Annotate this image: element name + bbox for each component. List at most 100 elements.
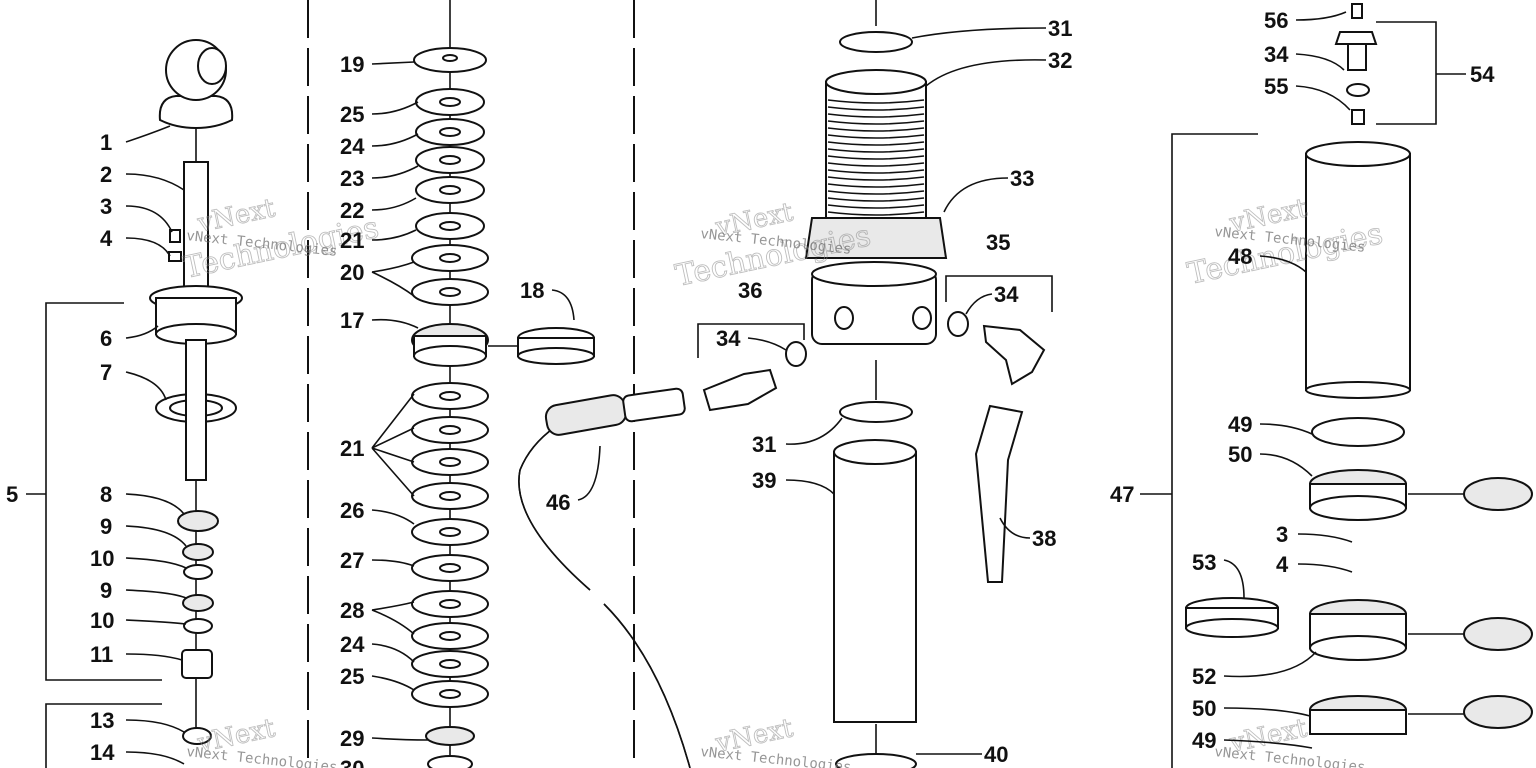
callout-52: 52 (1192, 664, 1216, 689)
leader-line (1295, 85, 1351, 111)
seal-part (177, 510, 219, 532)
callout-25b: 25 (340, 664, 364, 689)
thread-line (827, 155, 925, 160)
leader-line (925, 59, 1047, 87)
thread-line (827, 197, 925, 202)
callout-49a: 49 (1228, 412, 1252, 437)
washer-hole (439, 689, 461, 699)
leader-line (371, 675, 415, 691)
watermark-text: vNext Technologies (186, 744, 339, 768)
washer-hole (439, 221, 461, 231)
leader-line (125, 125, 171, 143)
callout-5: 5 (6, 482, 18, 507)
callout-46: 46 (546, 490, 570, 515)
callout-31b: 31 (752, 432, 776, 457)
callout-31a: 31 (1048, 16, 1072, 41)
thread-line (827, 176, 925, 181)
leader-line (125, 589, 187, 599)
leader-line (1259, 423, 1313, 435)
leader-line (943, 177, 1009, 213)
leader-line (371, 261, 415, 297)
callout-39: 39 (752, 468, 776, 493)
callout-17: 17 (340, 308, 364, 333)
leader-line (125, 751, 185, 765)
callout-18: 18 (520, 278, 544, 303)
leader-line (371, 133, 419, 147)
hex-nut-part (804, 217, 948, 259)
callout-4b: 4 (1276, 552, 1289, 577)
callout-48: 48 (1228, 244, 1252, 269)
callout-33: 33 (1010, 166, 1034, 191)
leader-line (1223, 559, 1245, 599)
thread-line (827, 190, 925, 195)
callout-3: 3 (100, 194, 112, 219)
callout-38: 38 (1032, 526, 1056, 551)
callout-36: 36 (738, 278, 762, 303)
callout-22: 22 (340, 198, 364, 223)
leader-line (125, 493, 185, 515)
ball-handle-part (158, 95, 234, 130)
plug-34-part (1334, 31, 1378, 45)
thread-line (827, 211, 925, 216)
callout-23: 23 (340, 166, 364, 191)
leader-line (125, 557, 187, 569)
callout-56: 56 (1264, 8, 1288, 33)
washer-hole (439, 631, 461, 641)
callout-14: 14 (90, 740, 115, 765)
callout-9a: 9 (100, 514, 112, 539)
leader-line (125, 173, 185, 191)
watermark-text: vNext Technologies (1214, 744, 1367, 768)
callout-1: 1 (100, 130, 112, 155)
washer-29-part (425, 726, 475, 746)
thread-line (827, 120, 925, 125)
stem-assembly (26, 39, 243, 768)
leader-line (577, 445, 601, 501)
callout-4: 4 (100, 226, 113, 251)
thread-line (827, 148, 925, 153)
leader-line (371, 61, 415, 65)
leader-line (371, 601, 415, 635)
callout-9b: 9 (100, 578, 112, 603)
group-bracket (1376, 21, 1437, 125)
callout-10a: 10 (90, 546, 114, 571)
leader-line (965, 293, 993, 315)
leader-line (371, 197, 417, 211)
leader-line (1297, 563, 1353, 573)
thread-line (827, 162, 925, 167)
leader-line (1295, 53, 1345, 71)
tube-39-part (833, 451, 917, 723)
callout-34b: 34 (716, 326, 741, 351)
callout-53: 53 (1192, 550, 1216, 575)
callout-13: 13 (90, 708, 114, 733)
callout-24b: 24 (340, 632, 365, 657)
leader-line (125, 371, 167, 401)
leader-line (371, 737, 429, 741)
leader-line (999, 517, 1031, 539)
thread-line (827, 113, 925, 118)
washer-hole (439, 97, 461, 107)
thread-line (827, 106, 925, 111)
callout-28: 28 (340, 598, 364, 623)
leader-line (1259, 255, 1307, 273)
group-bracket (45, 302, 162, 681)
thread-line (827, 141, 925, 146)
leader-line (371, 318, 419, 329)
washer-hole (439, 659, 461, 669)
leader-line (371, 101, 419, 115)
callout-34c: 34 (1264, 42, 1289, 67)
leader-line (125, 653, 183, 661)
callout-21b: 21 (340, 436, 364, 461)
callout-29: 29 (340, 726, 364, 751)
leader-line (371, 229, 417, 241)
washer-hole (439, 253, 461, 263)
leader-line (125, 325, 159, 339)
callout-24a: 24 (340, 134, 365, 159)
washer-hole (439, 491, 461, 501)
washer-hole (439, 391, 461, 401)
washer-hole (439, 155, 461, 165)
cylinder-48-part (1305, 153, 1411, 391)
callout-2: 2 (100, 162, 112, 187)
snap-ring-part (1311, 417, 1405, 447)
leader-line (551, 289, 575, 321)
leader-line (371, 643, 415, 663)
